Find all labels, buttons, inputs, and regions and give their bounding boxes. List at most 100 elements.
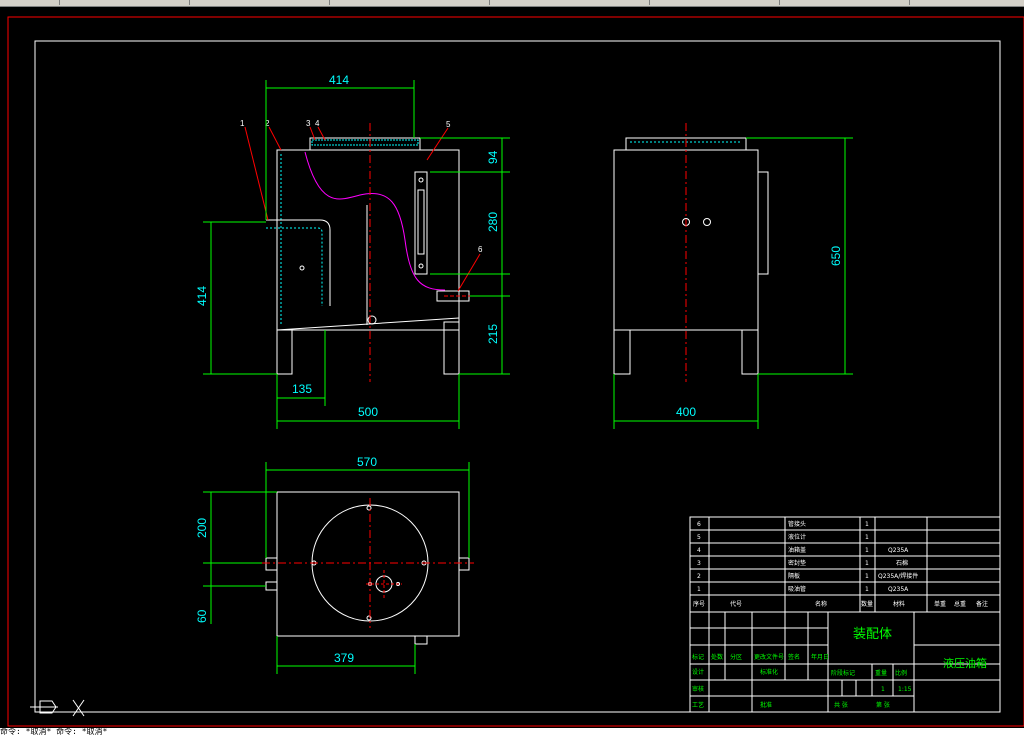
part-row-no: 6 — [697, 521, 701, 528]
part-row-name: 液位计 — [788, 533, 806, 541]
header-cell: 材料 — [893, 600, 905, 608]
dim-side-height: 650 — [829, 246, 843, 266]
part-row-no: 5 — [697, 534, 701, 541]
part-row-material: Q235A — [888, 547, 909, 554]
dim-front-right-280: 280 — [486, 212, 500, 232]
front-small-hole — [299, 265, 305, 271]
toolbar-segment-5[interactable] — [490, 0, 650, 5]
label-check: 审核 — [692, 685, 704, 693]
toolbar-strip — [0, 0, 1024, 7]
front-gauge-bolt-top — [418, 177, 424, 183]
label-weight: 重量 — [875, 669, 887, 677]
front-suction-pipe-outer — [266, 219, 331, 306]
label-count: 处数 — [711, 653, 723, 661]
scale-value: 1:15 — [898, 686, 912, 693]
part-row-name: 吸油管 — [788, 585, 806, 593]
leader-6 — [457, 253, 481, 292]
part-row-no: 3 — [697, 560, 701, 567]
label-standard: 标准化 — [760, 668, 778, 676]
ucs-icon — [30, 699, 85, 717]
dim-top-left-200: 200 — [195, 518, 209, 538]
top-pipe-stub-3 — [458, 557, 470, 571]
front-drain-plug — [367, 315, 377, 325]
toolbar-segment-7[interactable] — [780, 0, 910, 5]
title-block-frame — [689, 516, 1001, 713]
part-label-6: 6 — [478, 245, 483, 254]
part-row-material: 石棉 — [896, 559, 908, 567]
part-label-2: 2 — [265, 119, 270, 128]
side-dimensions — [613, 137, 853, 429]
dim-front-bottom-width: 500 — [358, 405, 378, 419]
label-sign: 签名 — [788, 653, 800, 661]
parts-list-grid — [690, 517, 1000, 613]
leader-3 — [309, 126, 316, 141]
front-lid-gasket — [311, 139, 419, 146]
side-legs — [613, 329, 759, 375]
dim-front-leg: 135 — [292, 382, 312, 396]
label-change: 更改文件号 — [754, 653, 784, 661]
toolbar-segment-6[interactable] — [650, 0, 780, 5]
header-cell: 单重 — [934, 600, 946, 608]
label-process: 工艺 — [692, 701, 704, 709]
front-leg-left — [276, 329, 293, 375]
label-stage: 阶段标记 — [831, 669, 855, 677]
part-row-name: 密封垫 — [788, 559, 806, 567]
command-line[interactable]: 命令: *取消* 命令: *取消* — [0, 728, 1024, 736]
dim-side-width: 400 — [676, 405, 696, 419]
part-row-qty: 1 — [865, 573, 869, 580]
front-level-gauge-window — [417, 189, 425, 255]
front-gauge-bolt-bottom — [418, 263, 424, 269]
header-cell: 数量 — [861, 600, 873, 608]
leader-2 — [268, 126, 282, 151]
drawing-canvas[interactable]: 1 2 3 4 5 6 — [0, 6, 1024, 728]
toolbar-segment-3[interactable] — [190, 0, 330, 5]
drawing-name: 液压油箱 — [943, 656, 987, 670]
front-view: 1 2 3 4 5 6 — [195, 73, 510, 429]
part-row-qty: 1 — [865, 586, 869, 593]
label-page: 第 张 — [876, 701, 890, 709]
part-row-name: 管接头 — [788, 520, 806, 528]
dim-front-left-height: 414 — [195, 286, 209, 306]
label-date: 年月日 — [811, 653, 829, 661]
side-view: 650 400 — [613, 123, 853, 429]
label-mark: 标记 — [692, 653, 704, 661]
dim-top-left-60: 60 — [195, 609, 209, 623]
dim-front-right-94: 94 — [486, 150, 500, 164]
front-level-gauge — [414, 171, 428, 275]
top-dimensions — [203, 462, 470, 674]
part-row-qty: 1 — [865, 547, 869, 554]
lower-block-grid — [690, 612, 1000, 712]
part-row-material: Q235A/焊接件 — [878, 572, 918, 580]
part-row-qty: 1 — [865, 521, 869, 528]
dim-top-width: 570 — [357, 455, 377, 469]
part-label-1: 1 — [240, 119, 245, 128]
quantity-value: 1 — [881, 686, 885, 693]
top-pipe-stub-1 — [265, 557, 278, 571]
label-zone: 分区 — [730, 653, 742, 661]
front-tank-body — [276, 149, 460, 331]
part-label-4: 4 — [315, 119, 320, 128]
header-cell: 备注 — [976, 600, 988, 608]
front-leg-right — [443, 321, 460, 375]
part-row-no: 2 — [697, 573, 701, 580]
top-view: 570 200 60 379 — [195, 455, 474, 674]
dim-top-bottom: 379 — [334, 651, 354, 665]
part-label-3: 3 — [306, 119, 311, 128]
toolbar-segment-4[interactable] — [330, 0, 490, 5]
title-block: 6 管接头 1 5 液位计 1 4 油箱盖 1 Q235A 3 密封垫 1 石棉… — [689, 516, 1001, 713]
front-hidden-curve — [304, 151, 446, 291]
side-hole-right — [703, 218, 711, 226]
parts-list-header: 序号 代号 名称 数量 材料 单重 总重 备注 — [693, 600, 988, 608]
leader-4 — [317, 126, 326, 141]
part-row-no: 1 — [697, 586, 701, 593]
top-gauge-stub — [414, 635, 428, 645]
front-bottom-slope — [276, 317, 460, 331]
label-ratio: 比例 — [895, 669, 907, 677]
parts-list-rows: 6 管接头 1 5 液位计 1 4 油箱盖 1 Q235A 3 密封垫 1 石棉… — [697, 520, 918, 593]
dim-front-right-215: 215 — [486, 324, 500, 344]
toolbar-segment-1[interactable] — [0, 0, 60, 5]
assembly-title: 装配体 — [853, 627, 892, 642]
part-row-name: 隔板 — [788, 572, 800, 580]
toolbar-segment-2[interactable] — [60, 0, 190, 5]
front-lid — [309, 137, 421, 151]
